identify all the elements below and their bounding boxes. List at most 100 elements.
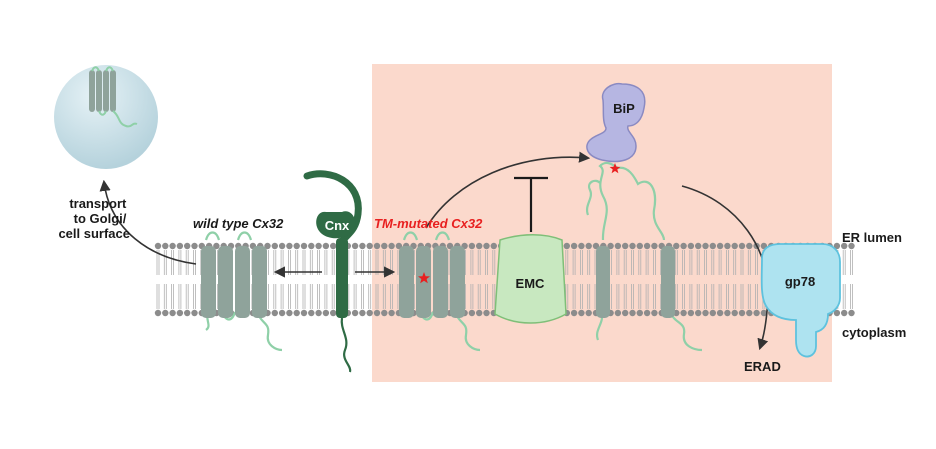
extracted-helix-1 [596, 246, 610, 318]
lipid-headgroup [293, 309, 300, 317]
lipid-tail-outer [361, 250, 364, 275]
lipid-tail-inner [682, 284, 685, 309]
lipid-tail-inner [185, 284, 189, 309]
lipid-headgroup [162, 242, 169, 250]
lipid-tail-outer [309, 250, 313, 275]
lipid-headgroup [731, 242, 738, 250]
lipid-headgroup [154, 242, 162, 250]
lipid-headgroup [629, 242, 636, 250]
lipid-tail-inner [309, 284, 313, 309]
lipid-headgroup [264, 242, 271, 250]
arrow-to-bip [425, 151, 591, 229]
lipid-headgroup [709, 242, 716, 250]
lipid-tail-inner [171, 284, 174, 309]
lipid-headgroup [315, 309, 322, 317]
lipid-tail-inner [718, 284, 722, 309]
lipid-headgroup [695, 242, 702, 250]
emc-complex [494, 234, 567, 324]
lipid-tail-inner [288, 284, 291, 309]
lipid-headgroup [213, 242, 220, 250]
transport-arrow [99, 179, 197, 265]
lipid-tail-outer [653, 250, 656, 275]
cnx-head [316, 211, 356, 239]
lipid-headgroup [468, 242, 476, 250]
lipid-tail-outer [273, 250, 277, 275]
lipid-headgroup [490, 242, 497, 250]
lipid-tail-inner [156, 284, 160, 309]
lipid-headgroup [680, 309, 687, 317]
cytoplasm-label: cytoplasm [842, 325, 906, 340]
lipid-tail-inner [842, 284, 846, 309]
lipid-tail-outer [572, 250, 576, 275]
lipid-headgroup [680, 242, 687, 250]
lipid-headgroup [191, 242, 198, 250]
lipid-headgroup [483, 309, 490, 317]
gp78-ligase [760, 243, 841, 358]
lipid-headgroup [286, 242, 293, 250]
cnx-label: Cnx [325, 218, 350, 233]
lipid-tail-outer [477, 250, 481, 275]
lipid-headgroup [570, 242, 578, 250]
mutation-star-icon [418, 272, 430, 284]
lipid-headgroup [746, 309, 753, 317]
er-lumen-label: ER lumen [842, 230, 902, 245]
lipid-headgroup [322, 309, 330, 317]
lipid-headgroup [636, 242, 643, 250]
lipid-tail-inner [740, 284, 744, 309]
lipid-tail-outer [850, 250, 853, 275]
lipid-tail-outer [565, 250, 569, 275]
lipid-headgroup [702, 309, 709, 317]
lipid-tail-inner [324, 284, 328, 309]
lipid-headgroup [300, 309, 308, 317]
gp78-label: gp78 [785, 274, 815, 289]
lipid-headgroup [607, 242, 614, 250]
lipid-tail-outer [726, 250, 729, 275]
lipid-headgroup [373, 309, 381, 317]
mut-helix-1 [399, 246, 414, 318]
lipid-tail-inner [587, 284, 591, 309]
lipid-headgroup [162, 309, 169, 317]
lipid-headgroup [687, 309, 695, 317]
lipid-tail-outer [193, 250, 196, 275]
lipid-headgroup [695, 309, 702, 317]
mut-helix-4 [450, 246, 465, 318]
lipid-tail-outer [696, 250, 700, 275]
lipid-headgroup [476, 242, 483, 250]
lipid-headgroup [286, 309, 293, 317]
lipid-headgroup [738, 242, 746, 250]
lipid-headgroup [848, 309, 855, 317]
lipid-headgroup [651, 309, 658, 317]
lipid-tail-inner [331, 284, 335, 309]
lipid-tail-outer [171, 250, 174, 275]
lipid-headgroup [643, 309, 651, 317]
lipid-headgroup [330, 309, 337, 317]
extracted-mutation-star-icon [609, 163, 621, 174]
lipid-headgroup [563, 242, 570, 250]
lipid-headgroup [184, 309, 191, 317]
lipid-headgroup [673, 242, 680, 250]
lipid-tail-outer [740, 250, 744, 275]
lipid-headgroup [643, 242, 651, 250]
lipid-tail-inner [747, 284, 751, 309]
lipid-headgroup [578, 309, 585, 317]
lipid-tail-outer [324, 250, 328, 275]
mut-helix-2 [416, 246, 431, 318]
lipid-tail-outer [704, 250, 707, 275]
lipid-tail-outer [631, 250, 634, 275]
lipid-tail-inner [470, 284, 474, 309]
lipid-headgroup [271, 242, 278, 250]
lipid-tail-outer [623, 250, 627, 275]
lipid-headgroup [702, 242, 709, 250]
tm-mutated-cx32 [399, 231, 481, 352]
lipid-tail-inner [163, 284, 167, 309]
lipid-headgroup [651, 242, 658, 250]
lipid-tail-inner [375, 284, 379, 309]
lipid-headgroup [716, 242, 724, 250]
lipid-tail-inner [390, 284, 393, 309]
lipid-tail-inner [382, 284, 386, 309]
lipid-headgroup [308, 242, 315, 250]
lipid-headgroup [184, 242, 191, 250]
lipid-headgroup [687, 242, 695, 250]
lipid-tail-outer [317, 250, 320, 275]
